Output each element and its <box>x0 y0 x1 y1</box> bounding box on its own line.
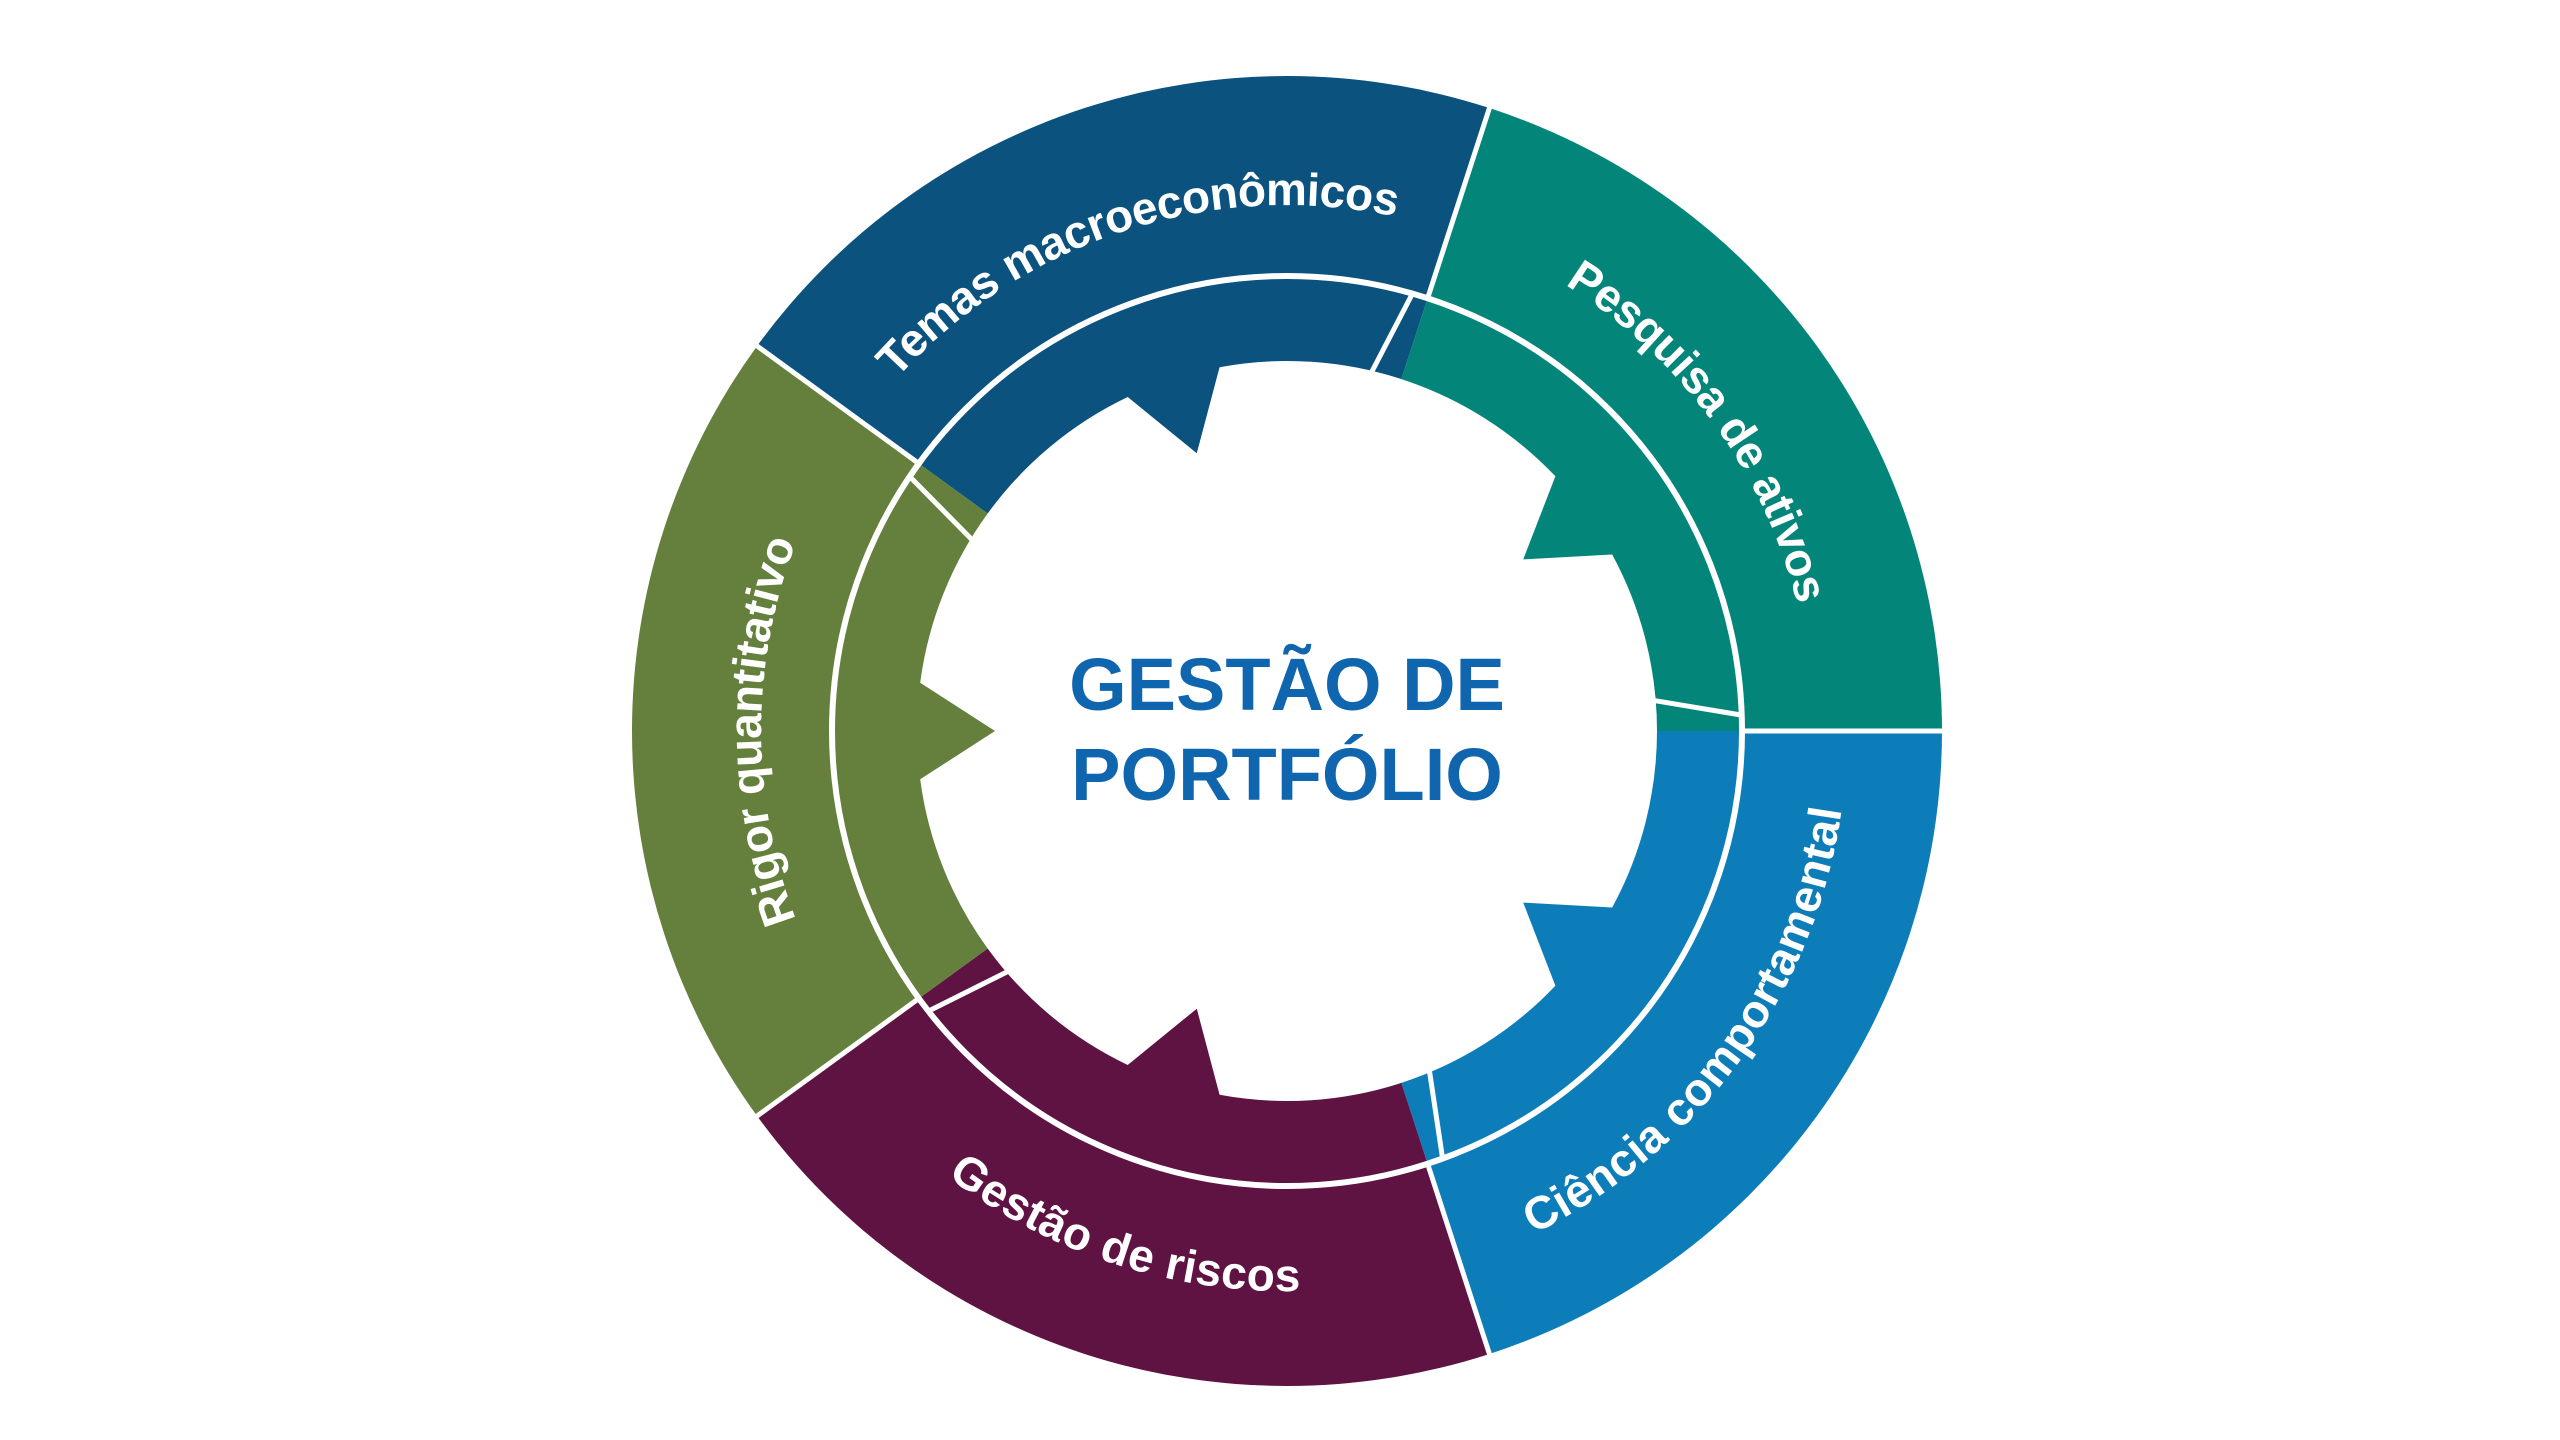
segment-pesquisa <box>1401 108 1942 731</box>
segment-ciencia <box>1401 731 1942 1354</box>
segment-temas <box>757 75 1490 514</box>
segment-divider-temas <box>752 341 921 466</box>
center-title: GESTÃO DE PORTFÓLIO <box>1069 643 1505 816</box>
segment-inner-divider-ciencia <box>1647 696 1743 718</box>
segment-inner-divider-pesquisa <box>1366 292 1415 380</box>
segment-rigor <box>631 346 995 1116</box>
segment-divider-riscos <box>1425 1162 1494 1359</box>
segment-divider-pesquisa <box>1425 103 1494 300</box>
middle-ring <box>829 273 1745 1189</box>
segment-inner-divider-temas <box>908 474 979 547</box>
segment-riscos <box>757 948 1490 1387</box>
segment-inner-divider-riscos <box>1425 1063 1446 1159</box>
segment-divider-rigor <box>752 996 921 1121</box>
rings-layer <box>752 103 1946 1359</box>
segment-inner-divider-rigor <box>927 966 1015 1014</box>
center-title-line-1: GESTÃO DE <box>1069 643 1505 726</box>
center-title-line-2: PORTFÓLIO <box>1071 733 1503 816</box>
segments-layer <box>631 75 1942 1387</box>
